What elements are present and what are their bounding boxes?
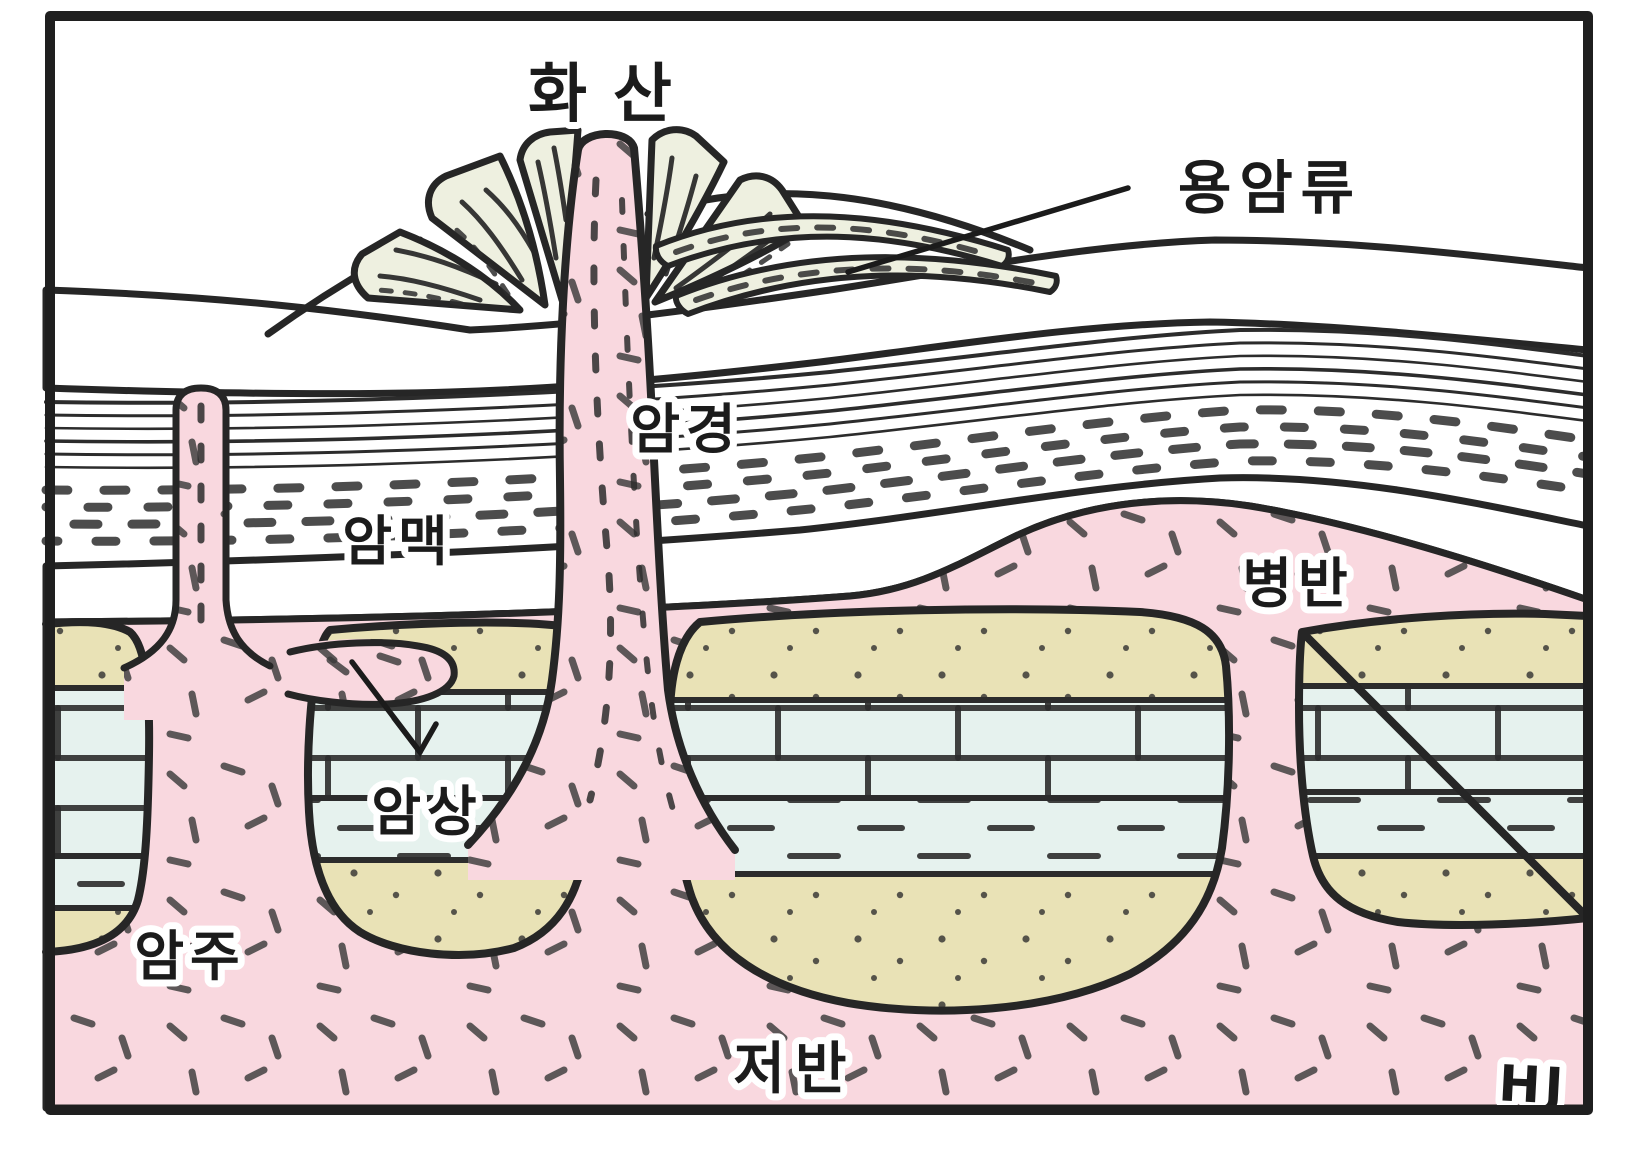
lava-flow-bands (652, 213, 1060, 317)
sill-intrusion (284, 638, 458, 708)
label-neck: 암경 (630, 398, 741, 461)
lava-fan (425, 152, 549, 309)
frame-border (45, 11, 1593, 1115)
label-lava-flow: 용암류 (1178, 154, 1362, 222)
label-volcano: 화산 (528, 58, 698, 132)
label-stock: 암주 (134, 925, 245, 988)
label-sill: 암상 (371, 780, 482, 843)
label-batholith: 저반 (733, 1037, 856, 1102)
lava-flow-leader-line (845, 185, 1131, 275)
dike-intrusion (120, 384, 274, 720)
labels: 화산 용암류 암경 암맥 병반 암상 암주 저반 HJ (127, 51, 1575, 1123)
layer-siltstone-dash-rows (41, 405, 1593, 546)
geo-block-center (666, 605, 1234, 1015)
label-dike: 암맥 (342, 510, 453, 573)
sill-arrow (349, 659, 439, 757)
label-laccolith: 병반 (1242, 552, 1353, 615)
layer-shale-lines (44, 327, 1590, 470)
volcano-lava-fans (264, 126, 1060, 338)
lava-fan (350, 228, 524, 314)
volcanic-neck (464, 130, 739, 881)
geo-block-right (1295, 609, 1592, 929)
